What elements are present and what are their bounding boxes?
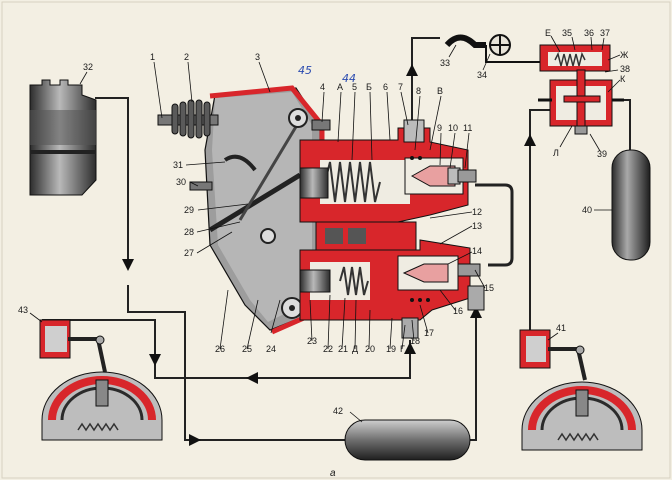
- brake-drum-right: [521, 381, 643, 451]
- callout-15: 15: [484, 283, 494, 293]
- callout-25: 25: [242, 344, 252, 354]
- callout-18: 18: [410, 336, 420, 346]
- air-tank-42: [344, 419, 471, 461]
- callout-5: 5: [352, 82, 357, 92]
- air-tank-40: [611, 149, 651, 261]
- pipe-left-chamber: [42, 319, 411, 379]
- callout-31: 31: [173, 160, 183, 170]
- handwritten-note-44: 44: [342, 72, 356, 85]
- callout-11: 11: [463, 123, 472, 133]
- callout-16: 16: [453, 306, 463, 316]
- callout-34: 34: [477, 70, 487, 80]
- callout-A: А: [337, 82, 343, 92]
- callout-17: 17: [424, 328, 434, 338]
- callout-D: Д: [352, 344, 358, 354]
- callout-35: 35: [562, 28, 572, 38]
- callout-30: 30: [176, 177, 186, 187]
- callout-39: 39: [597, 149, 607, 159]
- callout-21: 21: [338, 344, 348, 354]
- callout-13: 13: [472, 221, 482, 231]
- lever-arm: [208, 172, 302, 233]
- callout-V: В: [437, 86, 443, 96]
- callout-36: 36: [584, 28, 594, 38]
- callout-L: Л: [553, 148, 559, 158]
- callout-26: 26: [215, 344, 225, 354]
- callout-4: 4: [320, 82, 325, 92]
- callout-12: 12: [472, 207, 482, 217]
- leader-lines: [29, 35, 621, 423]
- callout-37: 37: [600, 28, 610, 38]
- hose-33: [444, 34, 486, 48]
- callout-10: 10: [448, 123, 458, 133]
- callout-33: 33: [440, 58, 450, 68]
- pipe-compressor-feed: [95, 97, 129, 250]
- pipe-to-tank-42: [127, 285, 345, 441]
- callout-24: 24: [266, 344, 276, 354]
- brake-chamber-41: [519, 329, 587, 381]
- brake-drum-left: [41, 371, 163, 441]
- callout-6: 6: [383, 82, 388, 92]
- boot-spring-2: [171, 99, 211, 139]
- spring-5: [324, 161, 381, 203]
- callout-20: 20: [365, 344, 375, 354]
- callout-Zh: Ж: [620, 50, 629, 60]
- callout-42: 42: [333, 406, 343, 416]
- callout-labels: 1 2 3 4 А 5 Б 6 7 8 В 9 10 11 12 13 14 1…: [18, 28, 630, 479]
- callout-14: 14: [472, 246, 482, 256]
- callout-8: 8: [416, 86, 421, 96]
- compressor-32: [29, 79, 97, 196]
- spring-22: [339, 266, 369, 296]
- pipe-tank-to-valve: [470, 300, 477, 441]
- callout-19: 19: [386, 344, 396, 354]
- callout-38: 38: [620, 64, 630, 74]
- callout-40: 40: [582, 205, 592, 215]
- callout-41: 41: [556, 323, 566, 333]
- callout-27: 27: [184, 248, 194, 258]
- callout-1: 1: [150, 52, 155, 62]
- callout-7: 7: [398, 82, 403, 92]
- figure-caption: а: [330, 468, 336, 479]
- callout-29: 29: [184, 205, 194, 215]
- callout-9: 9: [437, 123, 442, 133]
- callout-2: 2: [184, 52, 189, 62]
- callout-23: 23: [307, 336, 317, 346]
- callout-43: 43: [18, 305, 28, 315]
- brake-chamber-43: [39, 319, 107, 373]
- main-valve-assembly: [157, 85, 485, 339]
- callout-E: Е: [545, 28, 551, 38]
- callout-G: Г: [400, 344, 405, 354]
- callout-28: 28: [184, 227, 194, 237]
- callout-22: 22: [323, 344, 333, 354]
- pipe-top-feed: [411, 37, 440, 125]
- callout-3: 3: [255, 52, 260, 62]
- handwritten-note-45: 45: [298, 64, 312, 77]
- callout-B: Б: [366, 82, 372, 92]
- callout-K: К: [620, 74, 626, 84]
- callout-32: 32: [83, 62, 93, 72]
